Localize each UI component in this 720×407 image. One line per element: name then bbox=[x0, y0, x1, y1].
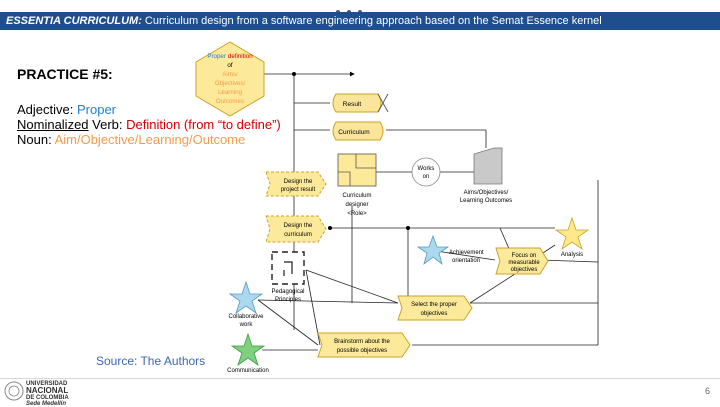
footer-bar bbox=[0, 378, 720, 406]
works-on-line2: on bbox=[423, 174, 430, 180]
design-curriculum-line1: Design the bbox=[284, 223, 313, 229]
select-line2: objectives bbox=[421, 311, 448, 317]
brainstorm-line1: Brainstorm about the bbox=[334, 339, 390, 345]
hexagon-line6: Outcomes bbox=[216, 98, 244, 105]
connector-pattern-select bbox=[305, 269, 399, 304]
work-product: Aims/Objectives/ Learning Outcomes bbox=[460, 147, 512, 204]
collaborative-line2: work bbox=[239, 322, 254, 328]
achievement-line2: orientation bbox=[452, 258, 480, 264]
connector-collab-select bbox=[257, 299, 399, 304]
competency-analysis: Analysis bbox=[554, 216, 590, 258]
verb-value: Definition (from “to define”) bbox=[126, 117, 281, 132]
header-title-rest: Curriculum design from a software engine… bbox=[141, 15, 602, 27]
design-result-line2: project result bbox=[281, 187, 316, 193]
activity-design-curriculum: Design the curriculum bbox=[265, 215, 327, 243]
competency-achievement-orientation: Achievement orientation bbox=[416, 234, 484, 266]
hexagon-line2: of bbox=[227, 62, 232, 69]
noun-value: Aim/Objective/Learning/Outcome bbox=[54, 132, 246, 147]
alpha-result: Result bbox=[332, 93, 389, 113]
hexagon-line3: Aims/ bbox=[222, 71, 238, 78]
achievement-line1: Achievement bbox=[449, 250, 484, 256]
competency-collaborative-work: Collaborative work bbox=[228, 280, 264, 328]
focus-line3: objectives bbox=[511, 267, 538, 273]
activity-design-result: Design the project result bbox=[265, 171, 327, 197]
pattern-line1: Pedagogical bbox=[271, 289, 304, 295]
works-on-line1: Works bbox=[418, 166, 435, 172]
work-product-line2: Learning Outcomes bbox=[460, 198, 512, 204]
alpha-result-label: Result bbox=[343, 101, 362, 108]
activity-select-objectives: Select the proper objectives bbox=[397, 295, 473, 321]
analysis-label: Analysis bbox=[561, 252, 583, 258]
activity-focus-measurable: Focus on measurable objectives bbox=[495, 247, 549, 275]
design-result-line1: Design the bbox=[284, 179, 313, 185]
adjective-line: Adjective: Proper bbox=[17, 102, 117, 117]
slide-header: ESSENTIA CURRICULUM: Curriculum design f… bbox=[0, 12, 720, 30]
focus-line1: Focus on bbox=[512, 253, 537, 259]
communication-label: Communication bbox=[227, 368, 269, 374]
role-line3: <Role> bbox=[347, 211, 367, 217]
junction-dot bbox=[292, 72, 296, 76]
role-line1: Curriculum bbox=[342, 193, 371, 199]
header-title-italic: ESSENTIA CURRICULUM: bbox=[6, 15, 142, 27]
hexagon-line5: Learning bbox=[218, 89, 243, 96]
works-on-relation: Works on bbox=[411, 157, 441, 187]
focus-line2: measurable bbox=[508, 260, 540, 266]
alpha-curriculum-label: Curriculum bbox=[338, 129, 369, 136]
connector-focus-right bbox=[539, 259, 599, 263]
university-seal-icon bbox=[4, 381, 24, 401]
design-curriculum-line2: curriculum bbox=[284, 232, 312, 238]
practice-description: Adjective: Proper Nominalized Verb: Defi… bbox=[17, 102, 281, 147]
brainstorm-line2: possible objectives bbox=[337, 348, 387, 354]
connector-collab-brainstorm bbox=[257, 299, 319, 346]
junction-dot bbox=[406, 226, 410, 230]
work-product-line1: Aims/Objectives/ bbox=[464, 190, 509, 196]
hexagon-line4: Objectives/ bbox=[215, 80, 246, 87]
activity-brainstorm: Brainstorm about the possible objectives bbox=[317, 332, 411, 358]
alpha-curriculum: Curriculum bbox=[332, 121, 384, 141]
hexagon-word2: definition bbox=[228, 53, 253, 60]
collaborative-line1: Collaborative bbox=[228, 314, 264, 320]
page-number: 6 bbox=[705, 386, 711, 396]
hexagon-word1: Proper bbox=[207, 53, 226, 60]
university-logo-text: UNIVERSIDAD NACIONAL DE COLOMBIA Sede Me… bbox=[26, 381, 69, 407]
practice-title: PRACTICE #5: bbox=[17, 66, 113, 82]
junction-dot bbox=[328, 226, 332, 230]
verb-line: Nominalized Verb: Definition (from “to d… bbox=[17, 117, 281, 132]
select-line1: Select the proper bbox=[411, 302, 457, 308]
role-line2: designer bbox=[345, 202, 368, 208]
adjective-value: Proper bbox=[76, 102, 117, 117]
noun-line: Noun: Aim/Objective/Learning/Outcome bbox=[17, 132, 246, 147]
connector-focus-select bbox=[469, 271, 519, 304]
role-curriculum-designer: Curriculum designer <Role> bbox=[337, 153, 377, 217]
pattern-pedagogical-principles: Pedagogical Principles bbox=[271, 251, 305, 303]
competency-communication: Communication bbox=[227, 332, 269, 374]
pattern-line2: Principles bbox=[275, 297, 301, 303]
source-caption: Source: The Authors bbox=[96, 354, 206, 368]
